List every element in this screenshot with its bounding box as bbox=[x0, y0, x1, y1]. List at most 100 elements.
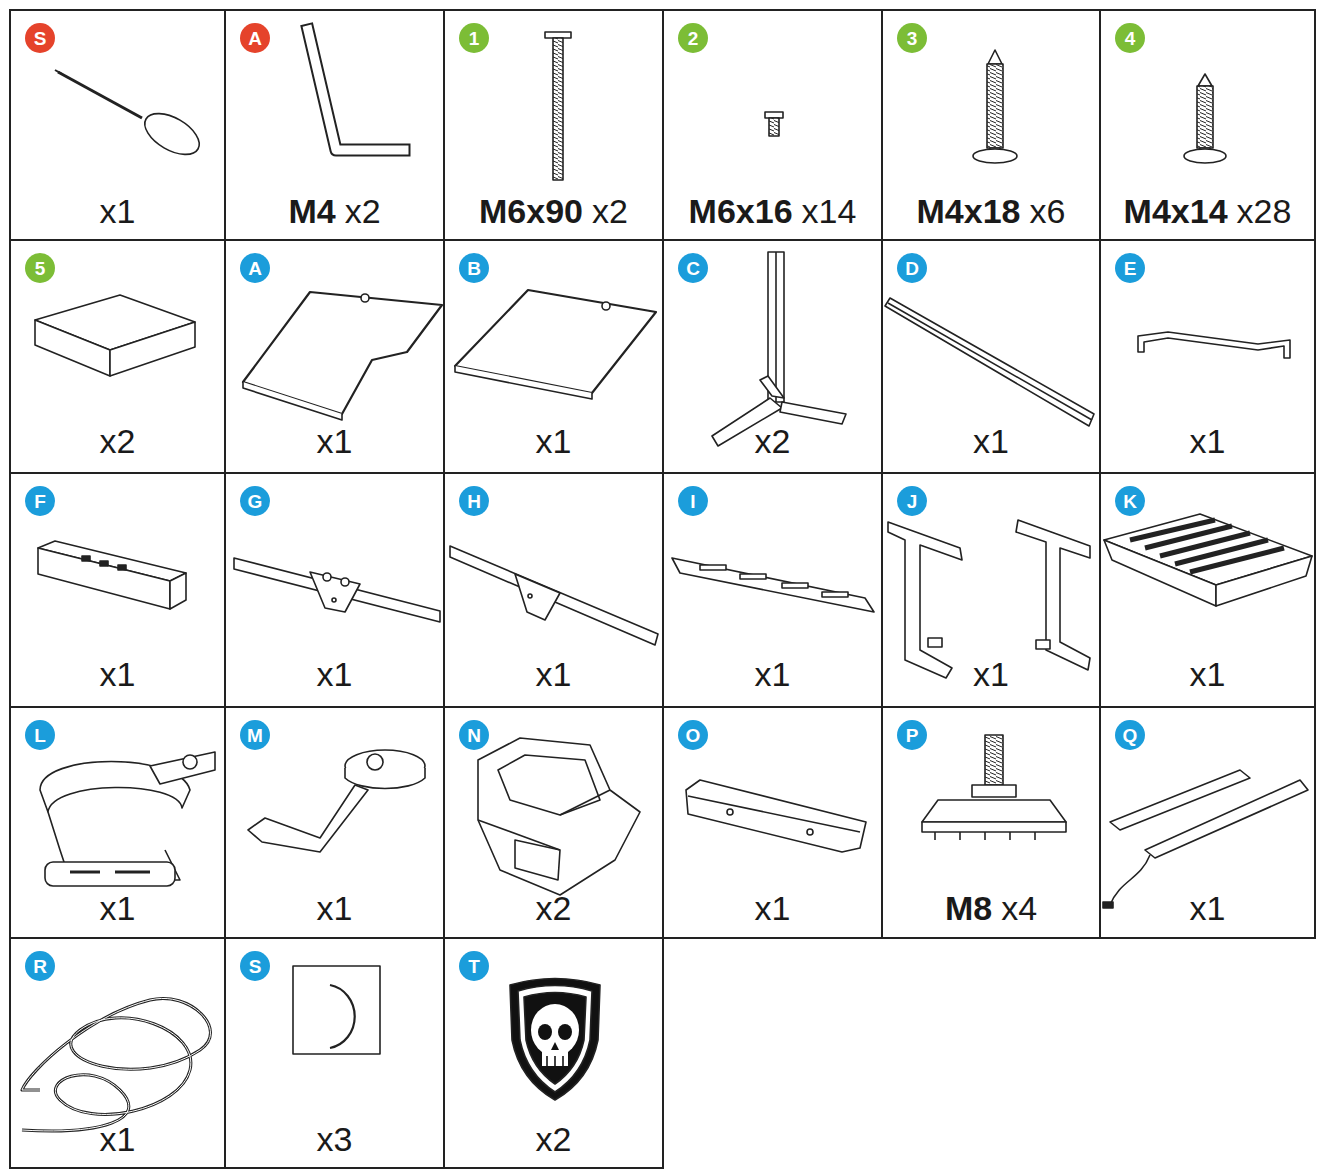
callout-letter: O bbox=[686, 726, 701, 745]
quantity-line: x1 bbox=[226, 655, 443, 694]
callout-letter: A bbox=[248, 259, 262, 278]
quantity: x2 bbox=[755, 422, 791, 460]
quantity-line: x1 bbox=[1101, 889, 1314, 928]
quantity-line: x1 bbox=[664, 889, 881, 928]
hardware-size: M4x18 bbox=[917, 192, 1021, 230]
callout-badge: T bbox=[459, 951, 489, 981]
quantity: x28 bbox=[1237, 192, 1292, 230]
callout-badge: D bbox=[897, 253, 927, 283]
callout-letter: 5 bbox=[35, 259, 46, 278]
callout-badge: A bbox=[240, 253, 270, 283]
quantity: x1 bbox=[100, 889, 136, 927]
quantity-line: M8x4 bbox=[883, 889, 1099, 928]
quantity: x1 bbox=[536, 655, 572, 693]
callout-badge: N bbox=[459, 720, 489, 750]
quantity-line: x1 bbox=[664, 655, 881, 694]
callout-badge: 5 bbox=[25, 253, 55, 283]
callout-letter: C bbox=[686, 259, 700, 278]
part-cell: x1 H bbox=[443, 472, 664, 708]
quantity-line: M6x90x2 bbox=[445, 192, 662, 231]
callout-badge: B bbox=[459, 253, 489, 283]
callout-letter: H bbox=[467, 492, 481, 511]
part-cell: x1 D bbox=[881, 239, 1101, 474]
quantity: x4 bbox=[1001, 889, 1037, 927]
part-cell: x1 I bbox=[662, 472, 883, 708]
quantity: x14 bbox=[802, 192, 857, 230]
quantity: x2 bbox=[536, 889, 572, 927]
part-cell: x2 N bbox=[443, 706, 664, 939]
part-cell: M6x16x14 2 bbox=[662, 9, 883, 241]
callout-badge: S bbox=[25, 23, 55, 53]
part-cell: M8x4 P bbox=[881, 706, 1101, 939]
quantity-line: x2 bbox=[11, 422, 224, 461]
hardware-size: M4 bbox=[288, 192, 335, 230]
hardware-size: M6x16 bbox=[689, 192, 793, 230]
part-cell: x1R bbox=[9, 937, 226, 1169]
callout-letter: S bbox=[249, 957, 262, 976]
callout-letter: R bbox=[33, 957, 47, 976]
quantity-line: x1 bbox=[1101, 655, 1314, 694]
callout-letter: J bbox=[907, 492, 918, 511]
callout-letter: E bbox=[1124, 259, 1137, 278]
callout-badge: E bbox=[1115, 253, 1145, 283]
quantity-line: x1 bbox=[883, 422, 1099, 461]
quantity-line: x1 bbox=[883, 655, 1099, 694]
quantity-line: M6x16x14 bbox=[664, 192, 881, 231]
part-cell: M4x14x28 4 bbox=[1099, 9, 1316, 241]
callout-badge: S bbox=[240, 951, 270, 981]
quantity-line: x1 bbox=[445, 422, 662, 461]
quantity: x1 bbox=[1190, 422, 1226, 460]
callout-letter: 2 bbox=[688, 29, 699, 48]
part-cell: x1 G bbox=[224, 472, 445, 708]
callout-badge: P bbox=[897, 720, 927, 750]
quantity: x1 bbox=[973, 655, 1009, 693]
callout-letter: S bbox=[34, 29, 47, 48]
part-cell: x1 E bbox=[1099, 239, 1316, 474]
part-cell: x2 5 bbox=[9, 239, 226, 474]
callout-letter: 4 bbox=[1125, 29, 1136, 48]
hardware-size: M4x14 bbox=[1124, 192, 1228, 230]
callout-badge: A bbox=[240, 23, 270, 53]
part-cell: x3 S bbox=[224, 937, 445, 1169]
part-cell: x2 T bbox=[443, 937, 664, 1169]
quantity-line: M4x14x28 bbox=[1101, 192, 1314, 231]
part-cell: x2 C bbox=[662, 239, 883, 474]
callout-letter: I bbox=[690, 492, 695, 511]
quantity-line: M4x18x6 bbox=[883, 192, 1099, 231]
part-cell: x1 Q bbox=[1099, 706, 1316, 939]
callout-letter: T bbox=[468, 957, 480, 976]
quantity: x2 bbox=[536, 1120, 572, 1158]
quantity-line: x1 bbox=[11, 192, 224, 231]
part-cell: M4x18x6 3 bbox=[881, 9, 1101, 241]
callout-badge: 1 bbox=[459, 23, 489, 53]
part-cell: x1F bbox=[9, 472, 226, 708]
callout-badge: M bbox=[240, 720, 270, 750]
callout-badge: I bbox=[678, 486, 708, 516]
callout-badge: K bbox=[1115, 486, 1145, 516]
quantity: x1 bbox=[100, 192, 136, 230]
quantity-line: x2 bbox=[445, 889, 662, 928]
callout-badge: J bbox=[897, 486, 927, 516]
quantity: x3 bbox=[317, 1120, 353, 1158]
quantity: x1 bbox=[536, 422, 572, 460]
quantity: x1 bbox=[1190, 655, 1226, 693]
quantity: x1 bbox=[755, 889, 791, 927]
quantity: x1 bbox=[317, 655, 353, 693]
callout-letter: 3 bbox=[907, 29, 918, 48]
callout-letter: Q bbox=[1123, 726, 1138, 745]
callout-badge: 2 bbox=[678, 23, 708, 53]
part-cell: x1 S bbox=[9, 9, 226, 241]
quantity: x1 bbox=[1190, 889, 1226, 927]
callout-letter: A bbox=[248, 29, 262, 48]
quantity: x2 bbox=[592, 192, 628, 230]
quantity: x2 bbox=[345, 192, 381, 230]
part-cell: x1 J bbox=[881, 472, 1101, 708]
part-cell: x1M bbox=[224, 706, 445, 939]
callout-badge: L bbox=[25, 720, 55, 750]
part-cell: x1 O bbox=[662, 706, 883, 939]
callout-badge: G bbox=[240, 486, 270, 516]
callout-badge: 3 bbox=[897, 23, 927, 53]
callout-letter: M bbox=[247, 726, 263, 745]
